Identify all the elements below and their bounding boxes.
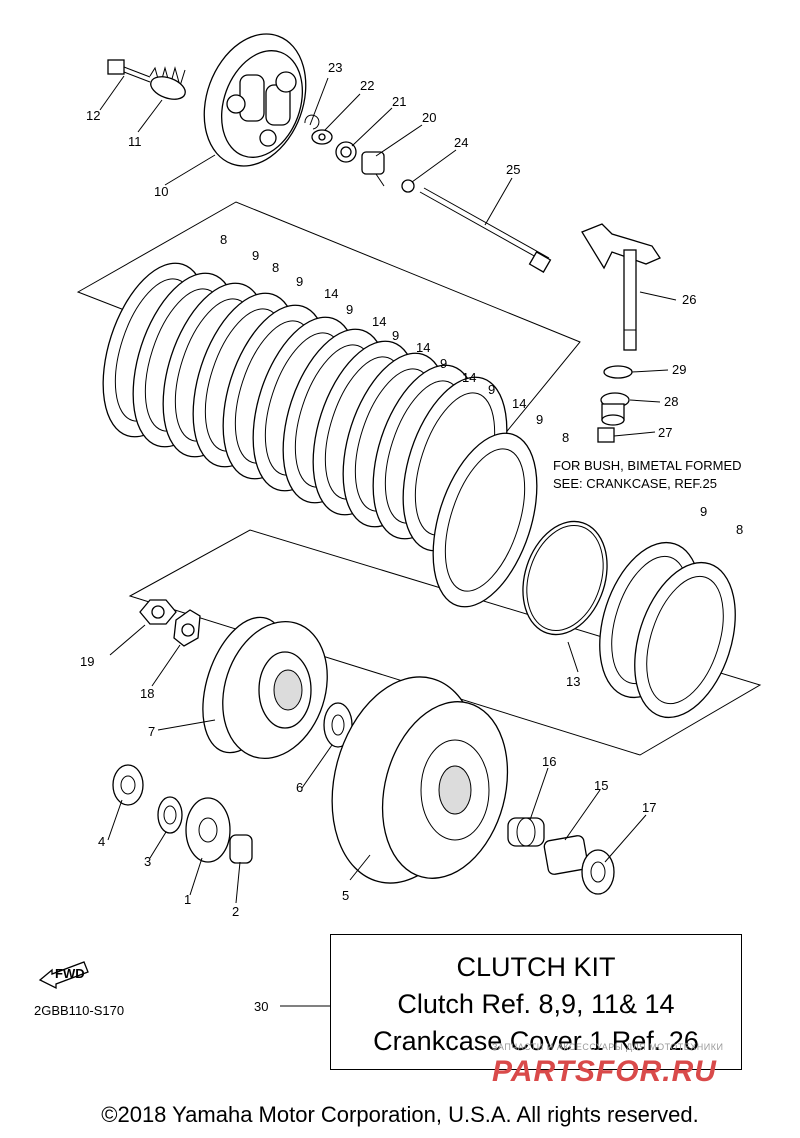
- label-9-b: 9: [296, 274, 303, 289]
- label-20: 20: [422, 110, 436, 125]
- label-26: 26: [682, 292, 696, 307]
- label-18: 18: [140, 686, 154, 701]
- label-2: 2: [232, 904, 239, 919]
- label-14-c: 14: [416, 340, 430, 355]
- leader-lines: [99, 75, 677, 1007]
- label-8-d: 8: [736, 522, 743, 537]
- kit-clutch-ref: Clutch Ref. 8,9, 11& 14: [397, 989, 675, 1019]
- label-9-h: 9: [700, 504, 707, 519]
- label-8-a: 8: [220, 232, 227, 247]
- label-28: 28: [664, 394, 678, 409]
- housing-bearing-parts: [507, 817, 615, 895]
- label-29: 29: [672, 362, 686, 377]
- label-17: 17: [642, 800, 656, 815]
- label-14-d: 14: [462, 370, 476, 385]
- label-4: 4: [98, 834, 105, 849]
- watermark-tagline: ЗАПЧАСТИ И АКСЕССУАРЫ ДЛЯ МОТОТЕХНИКИ: [492, 1042, 724, 1052]
- label-9-e: 9: [440, 356, 447, 371]
- bush-parts: [597, 365, 633, 443]
- label-15: 15: [594, 778, 608, 793]
- bolt-and-spring: [107, 59, 186, 100]
- clutch-kit-box: CLUTCH KIT Clutch Ref. 8,9, 11& 14 Crank…: [330, 934, 742, 1070]
- label-24: 24: [454, 135, 468, 150]
- label-30: 30: [254, 999, 268, 1014]
- label-8-b: 8: [272, 260, 279, 275]
- lower-plate-outline: [128, 529, 762, 756]
- note-line-1: FOR BUSH, BIMETAL FORMED: [553, 458, 742, 473]
- label-9-g: 9: [536, 412, 543, 427]
- fwd-text: FWD: [55, 966, 85, 981]
- label-6: 6: [296, 780, 303, 795]
- label-16: 16: [542, 754, 556, 769]
- label-22: 22: [360, 78, 374, 93]
- label-27: 27: [658, 425, 672, 440]
- label-10: 10: [154, 184, 168, 199]
- label-1: 1: [184, 892, 191, 907]
- push-rod: [419, 187, 552, 273]
- label-7: 7: [148, 724, 155, 739]
- wire-ring: [522, 520, 608, 636]
- gear-parts: [112, 764, 253, 864]
- kit-title: CLUTCH KIT: [456, 952, 616, 982]
- clutch-housing: [331, 676, 509, 884]
- diagram-code: 2GBB110-S170: [34, 1003, 125, 1018]
- label-14-b: 14: [372, 314, 386, 329]
- pressure-plate: [203, 33, 307, 167]
- label-8-c: 8: [562, 430, 569, 445]
- nut-and-washer: [139, 599, 201, 647]
- label-12: 12: [86, 108, 100, 123]
- label-9-d: 9: [392, 328, 399, 343]
- label-14-a: 14: [324, 286, 338, 301]
- label-13: 13: [566, 674, 580, 689]
- label-11: 11: [128, 134, 142, 149]
- label-5: 5: [342, 888, 349, 903]
- label-21: 21: [392, 94, 406, 109]
- right-plates: [599, 541, 736, 719]
- label-14-e: 14: [512, 396, 526, 411]
- copyright-notice: ©2018 Yamaha Motor Corporation, U.S.A. A…: [101, 1102, 699, 1127]
- watermark-logo: PARTSFOR.RU: [492, 1055, 717, 1088]
- fwd-arrow-icon: FWD: [38, 961, 89, 990]
- clutch-boss: [202, 616, 328, 759]
- release-parts: [304, 114, 415, 193]
- label-9-c: 9: [346, 302, 353, 317]
- note-line-2: SEE: CRANKCASE, REF.25: [553, 476, 717, 491]
- label-3: 3: [144, 854, 151, 869]
- label-23: 23: [328, 60, 342, 75]
- push-lever-shaft: [581, 223, 661, 351]
- kit-crankcase-ref: Crankcase Cover 1 Ref. 26: [373, 1026, 699, 1056]
- label-25: 25: [506, 162, 520, 177]
- plate-stack: [102, 262, 538, 608]
- label-9-a: 9: [252, 248, 259, 263]
- label-9-f: 9: [488, 382, 495, 397]
- label-19: 19: [80, 654, 94, 669]
